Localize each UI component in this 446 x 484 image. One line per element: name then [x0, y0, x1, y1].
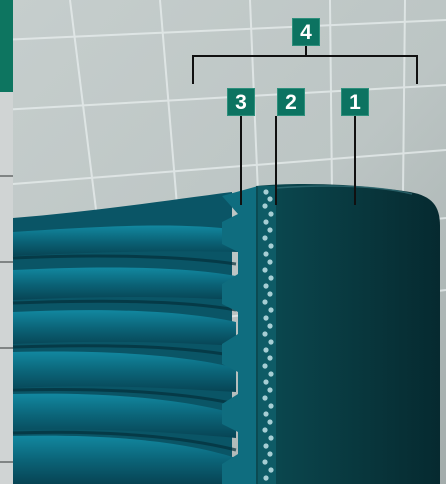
callout-2: 2	[277, 88, 305, 116]
callout-4: 4	[292, 18, 320, 46]
callout-3: 3	[227, 88, 255, 116]
side-tab	[0, 0, 13, 92]
belt-backing	[256, 184, 440, 484]
side-strip	[0, 92, 13, 484]
belt-ribs	[13, 192, 238, 484]
callout-1: 1	[341, 88, 369, 116]
